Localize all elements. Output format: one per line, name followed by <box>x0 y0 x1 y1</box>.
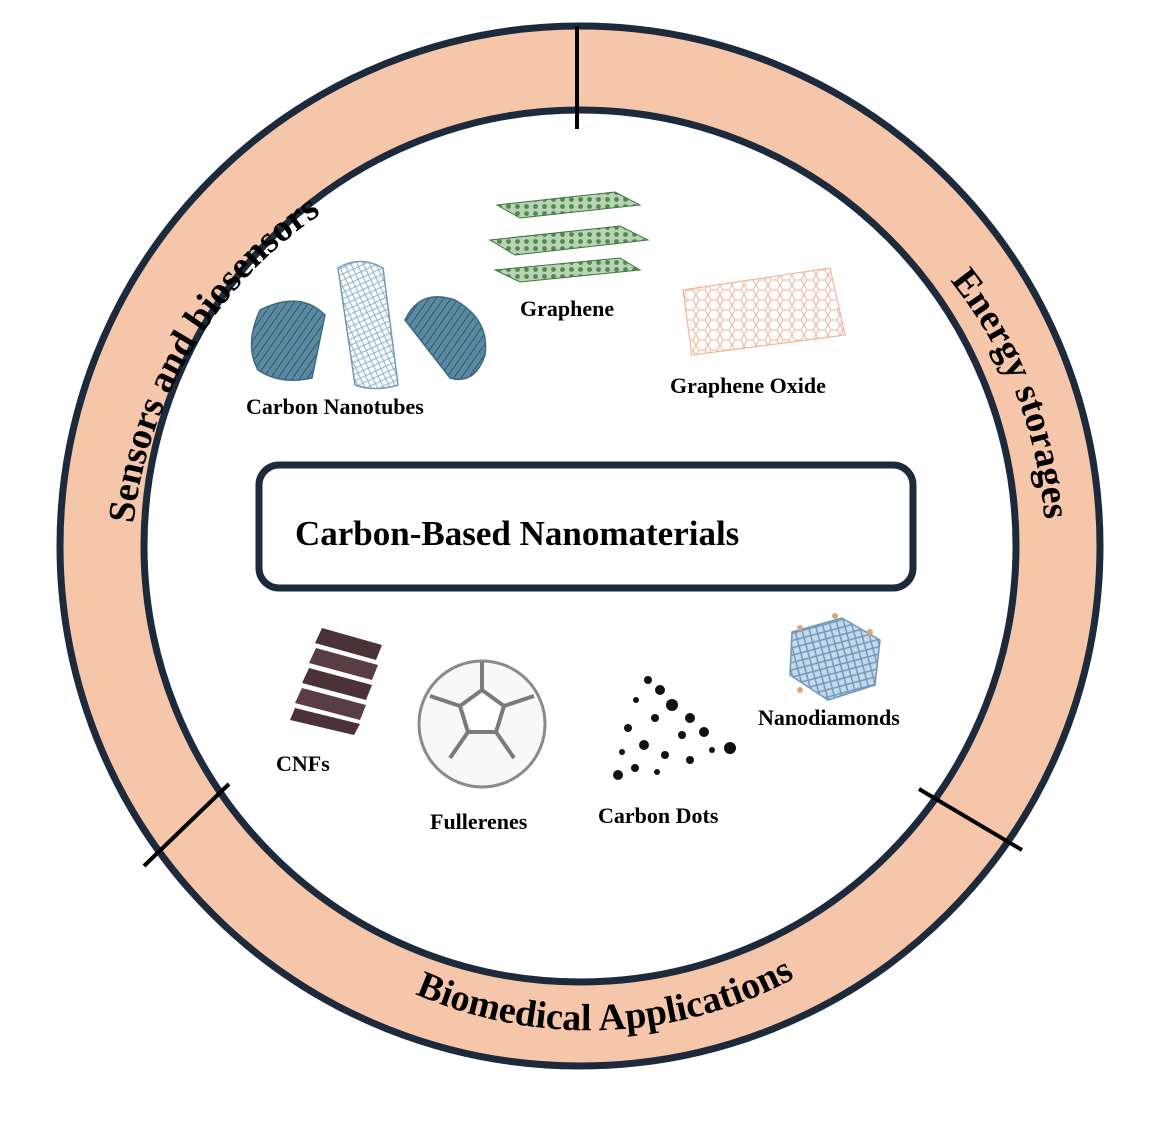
carbon-dots-image <box>613 676 736 780</box>
graphene-label: Graphene <box>520 296 614 321</box>
cnfs-image <box>290 628 382 735</box>
fullerenes-label: Fullerenes <box>430 809 528 834</box>
carbon-dots-label: Carbon Dots <box>598 803 719 828</box>
ring-divider-left <box>142 782 231 868</box>
graphene-oxide-image <box>682 267 846 356</box>
fullerenes-image <box>417 659 547 789</box>
title-box: Carbon-Based Nanomaterials <box>255 461 917 592</box>
nanodiamonds-label: Nanodiamonds <box>758 705 900 730</box>
ring-divider-right <box>917 787 1024 852</box>
graphene-image <box>488 191 650 283</box>
graphene-oxide-label: Graphene Oxide <box>670 373 826 398</box>
carbon-nanotubes-image <box>250 260 487 390</box>
cnfs-label: CNFs <box>276 751 330 776</box>
nanodiamonds-image <box>789 613 881 701</box>
page-title: Carbon-Based Nanomaterials <box>295 514 739 553</box>
carbon-nanotubes-label: Carbon Nanotubes <box>246 394 424 419</box>
